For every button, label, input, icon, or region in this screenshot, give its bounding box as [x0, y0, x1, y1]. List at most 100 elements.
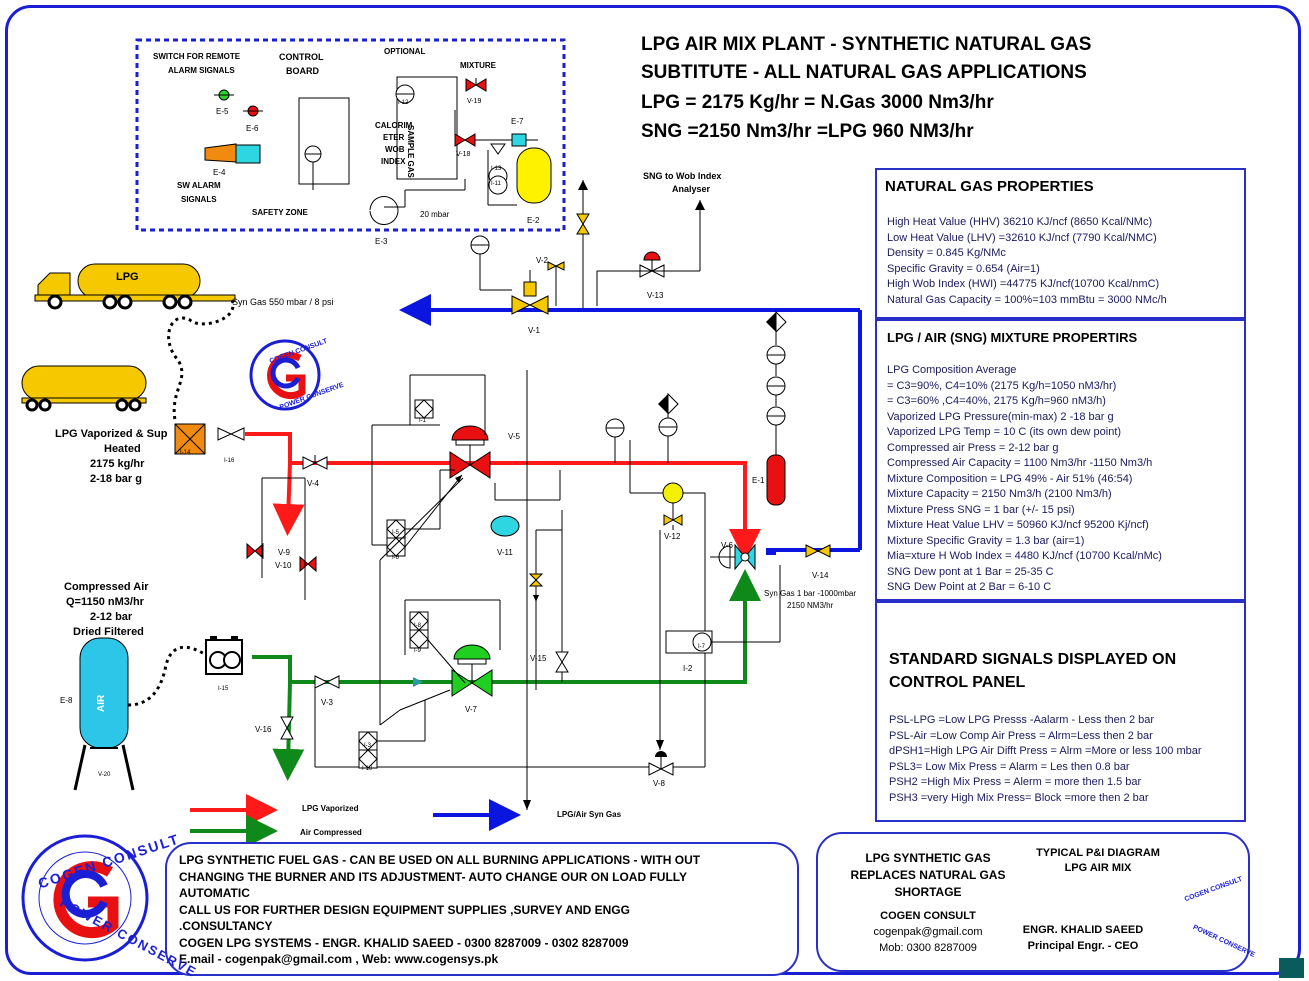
cogen-logo-icon	[249, 339, 321, 411]
footer-lines: LPG SYNTHETIC FUEL GAS - CAN BE USED ON …	[179, 852, 700, 968]
syn-out-label-2: 2150 NM3/hr	[787, 601, 834, 610]
tag-i5: I-5	[392, 530, 400, 536]
footer-line: AUTOMATIC	[179, 886, 250, 900]
tag-v16: V-16	[255, 725, 272, 734]
contact-left-line-2: REPLACES NATURAL GAS	[850, 868, 1006, 882]
signals-title-1: STANDARD SIGNALS DISPLAYED ON	[889, 651, 1177, 668]
lpg-inlet-label-2: Heated	[104, 443, 141, 455]
mix-title: LPG / AIR (SNG) MIXTURE PROPERTIRS	[887, 330, 1138, 345]
tag-v1: V-1	[528, 326, 541, 335]
contact-left: LPG SYNTHETIC GAS REPLACES NATURAL GAS S…	[848, 850, 1008, 901]
cogen-logo-large-icon	[21, 834, 149, 962]
sw-alarm-label-2: SIGNALS	[181, 195, 217, 204]
tag-v4: V-4	[307, 479, 320, 488]
signal-line: PSH3 =very High Mix Press= Block =more t…	[889, 791, 1149, 804]
sample-gas-label: SAMPLE GAS	[406, 125, 415, 178]
footer-line: LPG SYNTHETIC FUEL GAS - CAN BE USED ON …	[179, 853, 701, 867]
tag-i12: I-12	[398, 100, 409, 106]
engineer-name: ENGR. KHALID SAEED	[1022, 924, 1144, 936]
contact-email: cogenpak@gmail.com	[873, 926, 983, 938]
optional-label: OPTIONAL	[384, 47, 426, 56]
tag-v14: V-14	[812, 571, 829, 580]
safety-zone-label: SAFETY ZONE	[252, 208, 308, 217]
tag-v2: V-2	[536, 256, 549, 265]
tag-i6: I-6	[392, 555, 400, 561]
mix-line: Mia=xture H Wob Index = 4480 KJ/ncf (107…	[887, 550, 1162, 562]
tag-e2: E-2	[527, 216, 540, 225]
switch-label-2: ALARM SIGNALS	[168, 66, 235, 75]
air-tank-label: AIR	[96, 694, 107, 712]
ng-title: NATURAL GAS PROPERTIES	[885, 178, 1094, 195]
control-board-label-2: BOARD	[286, 66, 319, 76]
mix-line: LPG Composition Average	[887, 364, 1017, 376]
control-board-label-1: CONTROL	[279, 52, 324, 62]
contact-mobile: Mob: 0300 8287009	[879, 942, 977, 954]
ng-line: Low Heat Value (LHV) =32610 KJ/ncf (7790…	[887, 231, 1157, 244]
contact-left-line-3: SHORTAGE	[894, 885, 962, 899]
tag-e1: E-1	[752, 476, 765, 485]
calorimeter-label-4: INDEX	[381, 157, 406, 166]
air-label-3: 2-12 bar	[90, 611, 133, 623]
tag-v7: V-7	[465, 705, 478, 714]
lpg-truck-icon	[34, 263, 236, 310]
e4-horn-icon	[204, 143, 237, 163]
tag-v3: V-3	[321, 698, 334, 707]
typical-line-1: TYPICAL P&I DIAGRAM	[1036, 847, 1160, 859]
e3-pump-icon	[369, 196, 399, 225]
tag-v9: V-9	[278, 548, 291, 557]
title-line-4: SNG =2150 Nm3/hr =LPG 960 NM3/hr	[641, 121, 974, 142]
legend-lpg-label: LPG Vaporized	[302, 804, 359, 813]
air-label-1: Compressed Air	[64, 581, 149, 593]
natural-gas-properties-box: NATURAL GAS PROPERTIES High Heat Value (…	[875, 168, 1246, 319]
tag-v12: V-12	[664, 532, 681, 541]
tag-v10: V-10	[275, 561, 292, 570]
ng-line: High Wob Index (HWI) =44775 KJ/ncf(10700…	[887, 278, 1160, 290]
lpg-inlet-label-3: 2175 kg/hr	[90, 458, 145, 470]
tag-v11: V-11	[497, 548, 513, 557]
lpg-inlet-label-1: LPG Vaporized & Sup	[55, 428, 168, 440]
tag-i13: I-13	[491, 166, 502, 172]
footer-line: CHANGING THE BURNER AND ITS ADJUSTMENT- …	[179, 869, 688, 884]
mixture-properties-box: LPG / AIR (SNG) MIXTURE PROPERTIRS LPG C…	[875, 319, 1246, 601]
syn-out-label-1: Syn Gas 1 bar -1000mbar	[764, 589, 857, 598]
mix-line: Compressed air Press = 2-12 bar g	[887, 441, 1059, 454]
tag-i9: I-9	[414, 648, 422, 654]
signals-box: STANDARD SIGNALS DISPLAYED ON CONTROL PA…	[875, 601, 1246, 822]
contact-left-line-1: LPG SYNTHETIC GAS	[865, 851, 991, 865]
tag-v15: V-15	[530, 654, 547, 663]
tag-i7: I-7	[698, 644, 706, 650]
e2-vessel-icon	[516, 147, 552, 204]
footer-line: COGEN LPG SYSTEMS - ENGR. KHALID SAEED -…	[179, 935, 629, 950]
mix-line: = C3=90%, C4=10% (2175 Kg/h=1050 nM3/hr)	[887, 379, 1117, 392]
footer-line: CALL US FOR FURTHER DESIGN EQUIPMENT SUP…	[179, 902, 630, 917]
legend-air-label: Air Compressed	[300, 828, 362, 837]
air-receiver-tank-icon	[73, 637, 135, 791]
signal-line: PSL-LPG =Low LPG Presss -Aalarm - Less t…	[889, 714, 1155, 726]
typical-label: TYPICAL P&I DIAGRAM LPG AIR MIX	[1028, 846, 1168, 876]
switch-label-1: SWITCH FOR REMOTE	[153, 52, 241, 61]
mix-line: Mixture Composition = LPG 49% - Air 51% …	[887, 472, 1133, 485]
company-name: COGEN CONSULT	[880, 910, 976, 922]
tag-i11: I-11	[491, 181, 501, 187]
tag-e8: E-8	[60, 696, 73, 705]
tag-v13: V-13	[647, 291, 664, 300]
tag-v6: V-6	[721, 541, 734, 550]
title-line-1: LPG AIR MIX PLANT - SYNTHETIC NATURAL GA…	[641, 34, 1092, 55]
signal-line: dPSH1=High LPG Air Difft Press = Alrm =M…	[889, 745, 1202, 757]
calorimeter-label-2: ETER	[383, 133, 405, 142]
contact-box: LPG SYNTHETIC GAS REPLACES NATURAL GAS S…	[816, 832, 1250, 972]
mix-line: Compressed Air Capacity = 1100 Nm3/hr -1…	[887, 457, 1153, 469]
ng-line: Specific Gravity = 0.654 (Air=1)	[887, 262, 1040, 275]
tag-v19: V-19	[467, 98, 482, 105]
air-label-4: Dried Filtered	[73, 626, 144, 638]
tag-i10: I-10	[362, 766, 373, 772]
signals-title-2: CONTROL PANEL	[889, 674, 1026, 691]
legend-syn-label: LPG/Air Syn Gas	[557, 810, 622, 819]
mix-line: Mixture Press SNG = 1 bar (+/- 15 psi)	[887, 503, 1075, 516]
mix-lines: LPG Composition Average = C3=90%, C4=10%…	[887, 363, 1162, 596]
ng-line: High Heat Value (HHV) 36210 KJ/ncf (8650…	[887, 216, 1153, 228]
footer-line: E.mail - cogenpak@gmail.com , Web: www.c…	[179, 952, 499, 966]
title-line-3: LPG = 2175 Kg/hr = N.Gas 3000 Nm3/hr	[641, 92, 994, 113]
signals-lines: PSL-LPG =Low LPG Presss -Aalarm - Less t…	[889, 713, 1202, 806]
lpg-storage-tank-icon	[21, 365, 147, 412]
